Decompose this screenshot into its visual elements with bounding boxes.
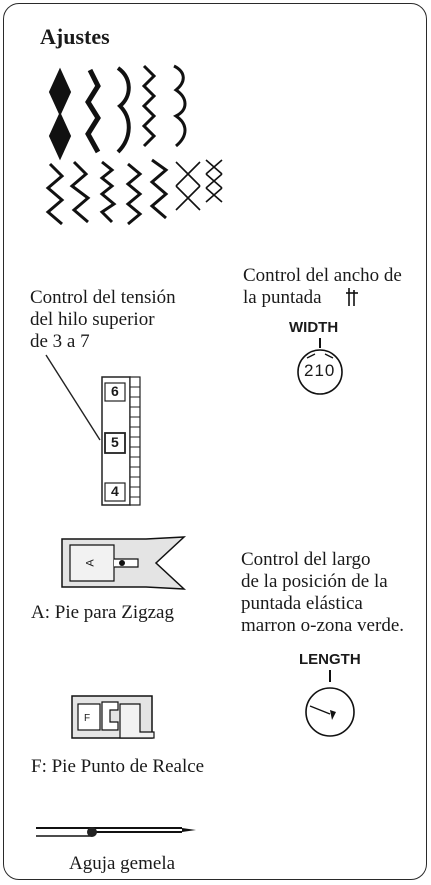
length-label-1: Control del largo bbox=[241, 549, 371, 570]
width-dial-title: WIDTH bbox=[289, 319, 339, 336]
zigzag-foot-letter: A bbox=[84, 559, 97, 567]
length-label-2: de la posición de la bbox=[241, 571, 388, 592]
width-dial-icon bbox=[297, 338, 343, 395]
zigzag-foot-icon bbox=[61, 536, 187, 590]
length-label-3: puntada elástica bbox=[241, 593, 363, 614]
needle-marker-icon bbox=[346, 288, 358, 306]
length-dial-title: LENGTH bbox=[299, 651, 361, 668]
tension-label-2: del hilo superior bbox=[30, 309, 155, 330]
width-label-1: Control del ancho de bbox=[243, 265, 402, 286]
length-label-4: marron o-zona verde. bbox=[241, 615, 405, 636]
tension-label-3: de 3 a 7 bbox=[30, 331, 90, 352]
tension-label-1: Control del tensión bbox=[30, 287, 176, 308]
page-title: Ajustes bbox=[40, 24, 110, 49]
stitch-patterns-icon bbox=[45, 64, 223, 226]
tension-number-4: 4 bbox=[111, 483, 119, 499]
tension-number-5: 5 bbox=[111, 434, 119, 450]
settings-panel bbox=[3, 3, 427, 880]
satin-foot-letter: F bbox=[84, 713, 91, 724]
tension-number-6: 6 bbox=[111, 383, 119, 399]
zigzag-foot-caption: A: Pie para Zigzag bbox=[31, 602, 174, 623]
twin-needle-caption: Aguja gemela bbox=[69, 853, 176, 874]
width-dial-text: 210 bbox=[304, 361, 336, 380]
satin-foot-icon bbox=[71, 695, 155, 739]
twin-needle-icon bbox=[36, 827, 196, 837]
tension-dial-icon bbox=[101, 376, 141, 506]
satin-foot-caption: F: Pie Punto de Realce bbox=[31, 756, 205, 777]
width-label-2: la puntada bbox=[243, 287, 322, 308]
length-dial-icon bbox=[305, 670, 355, 737]
